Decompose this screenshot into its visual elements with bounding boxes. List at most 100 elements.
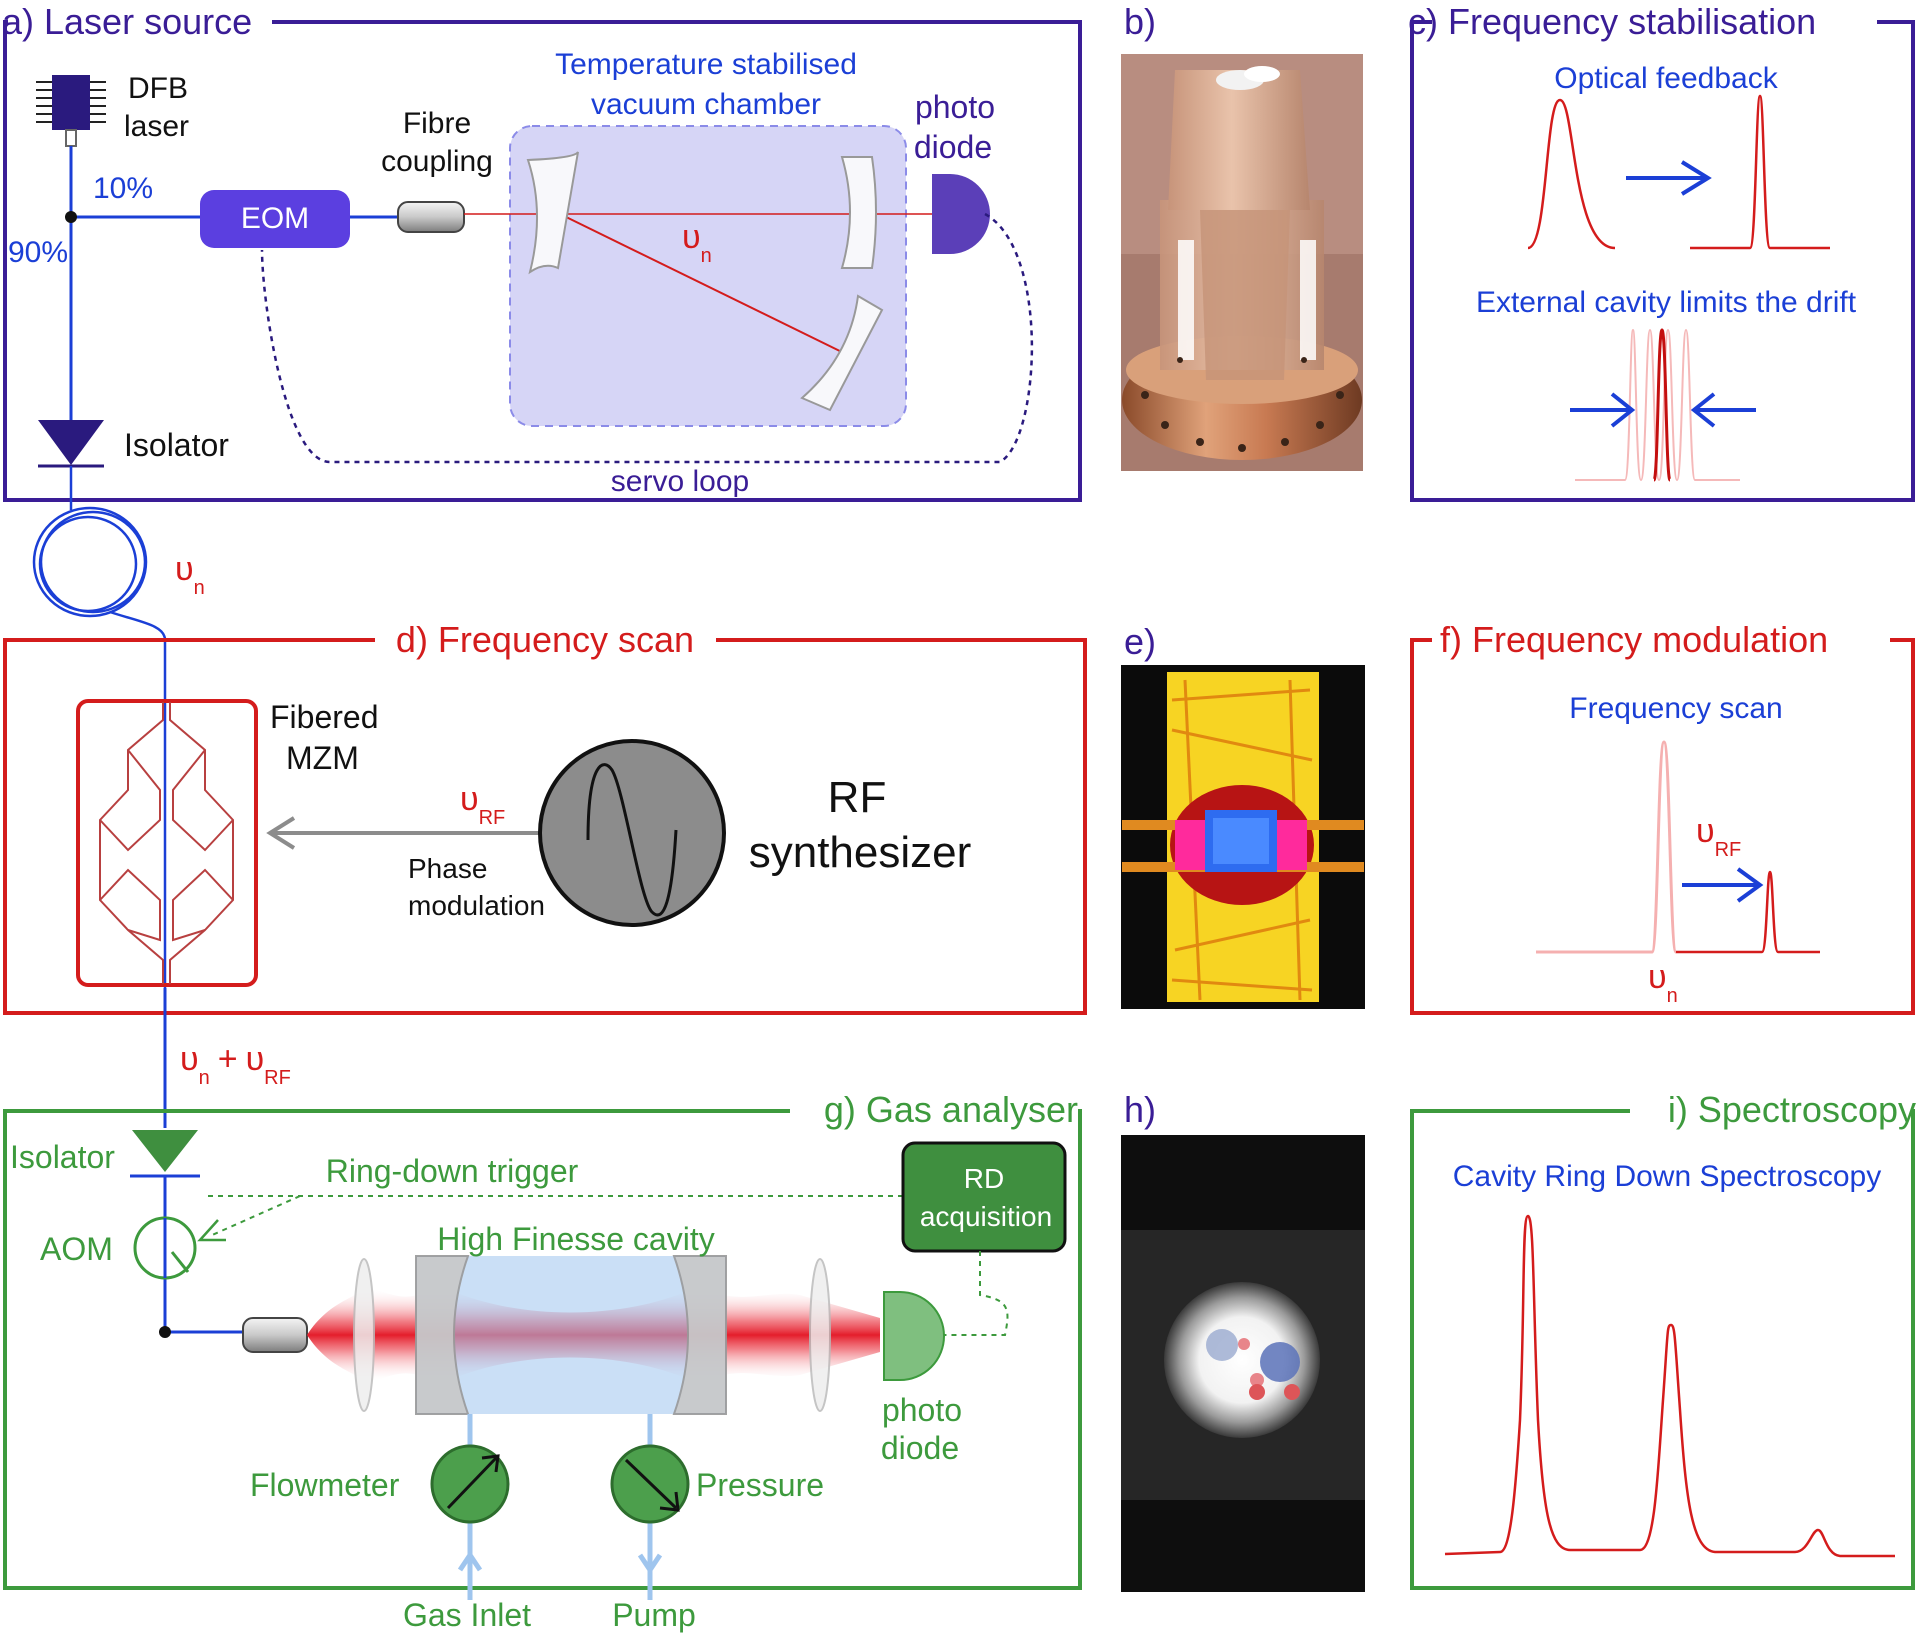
panel-a-frame	[3, 20, 1082, 502]
photodiode-g-label-1: photo	[882, 1392, 962, 1428]
lens-right	[809, 1258, 831, 1412]
panel-g-frame	[3, 1109, 1082, 1590]
optical-feedback-label: Optical feedback	[1554, 62, 1778, 95]
panel-f-title: f) Frequency modulation	[1440, 619, 1828, 660]
mzm-waveguide-icon	[99, 702, 234, 984]
panel-c-title: c) Frequency stabilisation	[1408, 1, 1816, 42]
frequency-scan-label: Frequency scan	[1569, 692, 1782, 725]
photodiode-g	[883, 1291, 945, 1381]
vacuum-chamber	[509, 125, 907, 427]
panel-g-gas-analyser: g) Gas analyser Isolator AOM Ring-down t…	[3, 1089, 1082, 1633]
fibre-coupler-g	[242, 1317, 308, 1353]
broad-linewidth-curve	[1527, 98, 1616, 250]
panel-b-photo: b)	[1121, 1, 1363, 471]
drift-peaks	[1575, 328, 1740, 482]
rd-label-2: acquisition	[920, 1201, 1052, 1232]
photodiode-g-label-2: diode	[881, 1430, 959, 1466]
servo-loop-path	[260, 212, 1034, 464]
fibre-coupler-a	[397, 201, 465, 233]
fibre-label-2: coupling	[381, 145, 493, 178]
panel-f-frame	[1410, 638, 1915, 1015]
panel-f-frequency-modulation: f) Frequency modulation Frequency scan υ…	[1410, 619, 1915, 1015]
splitter-node	[65, 211, 77, 223]
dfb-laser-icon	[36, 75, 106, 147]
shift-arrow-icon	[1682, 867, 1764, 903]
detector-signal-line	[940, 1251, 1009, 1336]
panel-h-title: h)	[1124, 1089, 1156, 1130]
chamber-label-2: vacuum chamber	[591, 88, 821, 121]
panel-a-laser-source: a) Laser source DFB laser 10% 90% EOM	[2, 1, 1082, 502]
nu-sum-label: υn+υRF	[180, 1040, 291, 1089]
cavity-mirror-right	[672, 1255, 727, 1415]
panel-g-title: g) Gas analyser	[824, 1089, 1078, 1130]
panel-e-title: e)	[1124, 621, 1156, 662]
panel-i-title: i) Spectroscopy	[1668, 1089, 1916, 1130]
nu-rf-label-f: υRF	[1696, 812, 1741, 861]
isolator-g-label: Isolator	[10, 1139, 115, 1175]
external-cavity-label: External cavity limits the drift	[1476, 286, 1857, 319]
rd-label-1: RD	[964, 1163, 1004, 1194]
rf-label-1: RF	[828, 773, 887, 822]
photodiode-a	[932, 174, 990, 254]
mirror-left	[526, 151, 579, 275]
panel-e-simulation: e)	[1121, 621, 1365, 1009]
dfb-label-1: DFB	[128, 72, 188, 105]
carrier-peak-faint	[1536, 740, 1678, 954]
high-finesse-cavity	[416, 1256, 726, 1414]
mzm-label-1: Fibered	[270, 699, 379, 735]
chamber-label-1: Temperature stabilised	[555, 48, 857, 81]
fiber-lines-a	[69, 146, 398, 455]
mirror-right	[840, 156, 877, 269]
split-90-label: 90%	[8, 236, 68, 269]
isolator-g-icon	[132, 1130, 198, 1172]
shifted-peak	[1676, 870, 1820, 954]
panel-c-frame	[1410, 20, 1915, 502]
panel-c-frequency-stabilisation: c) Frequency stabilisation Optical feedb…	[1408, 1, 1915, 502]
servo-loop-label: servo loop	[611, 465, 749, 498]
arrow-right-icon	[1626, 160, 1712, 196]
trigger-arrowhead	[197, 1219, 226, 1242]
pressure-label: Pressure	[696, 1467, 824, 1503]
sine-wave-icon	[586, 763, 678, 917]
flowmeter-label: Flowmeter	[250, 1467, 400, 1503]
nu-rf-label-d: υRF	[460, 780, 505, 829]
photodiode-a-label-1: photo	[915, 89, 995, 125]
cavity-label: High Finesse cavity	[437, 1221, 714, 1257]
isolator-a-icon	[38, 420, 104, 465]
phase-label-2: modulation	[408, 890, 545, 921]
eom-box	[200, 190, 350, 248]
mzm-label-2: MZM	[286, 740, 359, 776]
panel-i-frame	[1410, 1109, 1915, 1590]
rf-synthesizer-icon	[538, 739, 726, 927]
arrows-inward-icon	[1570, 392, 1756, 428]
nu-n-chamber: υn	[682, 218, 712, 267]
mzm-box	[76, 699, 258, 987]
mirror-bottom	[800, 294, 884, 412]
rf-label-2: synthesizer	[749, 828, 972, 877]
photodiode-a-label-2: diode	[914, 129, 992, 165]
cavity-mirror-left	[415, 1255, 470, 1415]
rf-to-mzm-arrow	[266, 816, 540, 850]
eom-label: EOM	[241, 202, 309, 235]
aom-node	[159, 1326, 171, 1338]
fibre-label-1: Fibre	[403, 107, 471, 140]
nu-n-fiber-label: υn	[175, 550, 205, 599]
panel-h-mode-image: h)	[1121, 1089, 1365, 1592]
laser-beam-diag	[559, 213, 851, 357]
panel-d-frame	[3, 638, 1087, 1015]
fiber-spool	[32, 466, 167, 988]
panel-d-title: d) Frequency scan	[396, 619, 694, 660]
panel-b-title: b)	[1124, 1, 1156, 42]
split-10-label: 10%	[93, 172, 153, 205]
trigger-label: Ring-down trigger	[326, 1153, 579, 1189]
narrow-linewidth-curve	[1690, 94, 1830, 250]
nu-n-label-f: υn	[1648, 958, 1678, 1007]
panel-a-title: a) Laser source	[2, 1, 252, 42]
aom-label: AOM	[40, 1231, 113, 1267]
rd-acquisition-box	[901, 1141, 1067, 1253]
isolator-a-label: Isolator	[124, 427, 229, 463]
crds-spectrum-curve	[1444, 1214, 1895, 1558]
dfb-label-2: laser	[124, 110, 189, 143]
gas-inlet-label: Gas Inlet	[403, 1597, 531, 1633]
